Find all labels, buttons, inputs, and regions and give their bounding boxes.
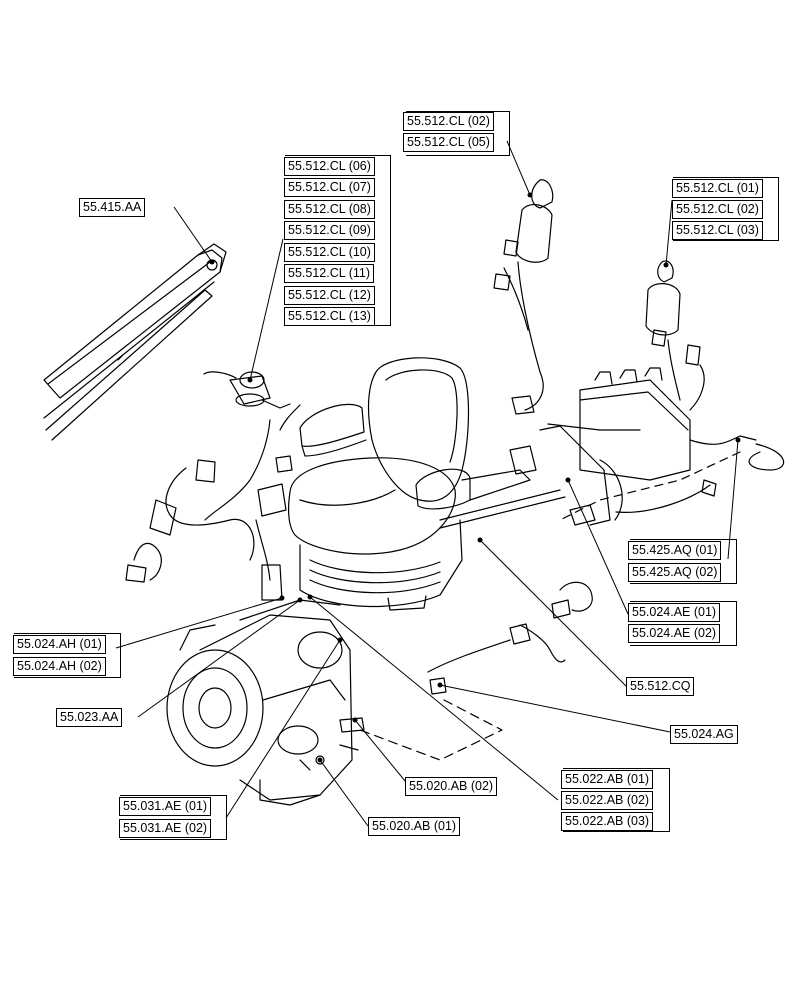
ref-label[interactable]: 55.512.CL (11) bbox=[284, 264, 374, 283]
ref-label[interactable]: 55.512.CL (10) bbox=[284, 243, 375, 262]
ref-label[interactable]: 55.512.CL (08) bbox=[284, 200, 375, 219]
group-bracket-ah bbox=[14, 633, 121, 678]
ref-label[interactable]: 55.512.CL (02) bbox=[403, 112, 494, 131]
ref-label[interactable]: 55.512.CL (01) bbox=[672, 179, 763, 198]
ref-label[interactable]: 55.023.AA bbox=[56, 708, 123, 727]
roof-beam-illustration bbox=[43, 243, 227, 441]
leader-endpoints bbox=[209, 192, 741, 763]
group-bracket-031ae bbox=[120, 795, 227, 840]
ref-label[interactable]: 55.024.AE (01) bbox=[628, 603, 721, 622]
group-bracket-cl01-03 bbox=[673, 177, 779, 241]
wiring-harness-left bbox=[125, 404, 301, 601]
ref-label[interactable]: 55.512.CL (05) bbox=[403, 133, 494, 152]
ref-label[interactable]: 55.031.AE (01) bbox=[119, 797, 212, 816]
joystick-right-illustration bbox=[645, 260, 705, 411]
ref-label[interactable]: 55.425.AQ (01) bbox=[628, 541, 722, 560]
group-bracket-cl02-05 bbox=[406, 111, 510, 156]
ref-label[interactable]: 55.031.AE (02) bbox=[119, 819, 212, 838]
ref-label[interactable]: 55.512.CL (02) bbox=[672, 200, 763, 219]
ref-label[interactable]: 55.024.AH (02) bbox=[13, 657, 106, 676]
switch-component-illustration bbox=[203, 371, 291, 409]
ref-label[interactable]: 55.022.AB (03) bbox=[561, 812, 654, 831]
ref-label[interactable]: 55.512.CL (12) bbox=[284, 286, 375, 305]
leader-lines bbox=[115, 140, 739, 827]
group-bracket-aq bbox=[630, 539, 737, 584]
transmission-housing-illustration bbox=[166, 599, 365, 806]
ref-label[interactable]: 55.512.CL (03) bbox=[672, 221, 763, 240]
ref-label[interactable]: 55.024.AH (01) bbox=[13, 635, 106, 654]
control-valve-block-illustration bbox=[509, 367, 757, 526]
ref-label[interactable]: 55.512.CQ bbox=[626, 677, 695, 696]
ref-label[interactable]: 55.425.AQ (02) bbox=[628, 563, 722, 582]
ref-label[interactable]: 55.020.AB (01) bbox=[368, 817, 461, 836]
group-bracket-022ab bbox=[563, 768, 670, 832]
ref-label[interactable]: 55.024.AG bbox=[670, 725, 738, 744]
group-bracket-ae bbox=[630, 601, 737, 646]
operator-seat-illustration bbox=[287, 357, 566, 611]
ref-label[interactable]: 55.022.AB (02) bbox=[561, 791, 654, 810]
pedal-cable-illustration bbox=[359, 581, 593, 761]
ref-label[interactable]: 55.512.CL (07) bbox=[284, 178, 375, 197]
ref-label[interactable]: 55.024.AE (02) bbox=[628, 624, 721, 643]
ref-label[interactable]: 55.020.AB (02) bbox=[405, 777, 498, 796]
joystick-left-illustration bbox=[493, 179, 554, 415]
ref-label[interactable]: 55.415.AA bbox=[79, 198, 146, 217]
ref-label[interactable]: 55.512.CL (09) bbox=[284, 221, 375, 240]
ref-label[interactable]: 55.512.CL (06) bbox=[284, 157, 375, 176]
ref-label[interactable]: 55.022.AB (01) bbox=[561, 770, 654, 789]
ref-label[interactable]: 55.512.CL (13) bbox=[284, 307, 375, 326]
